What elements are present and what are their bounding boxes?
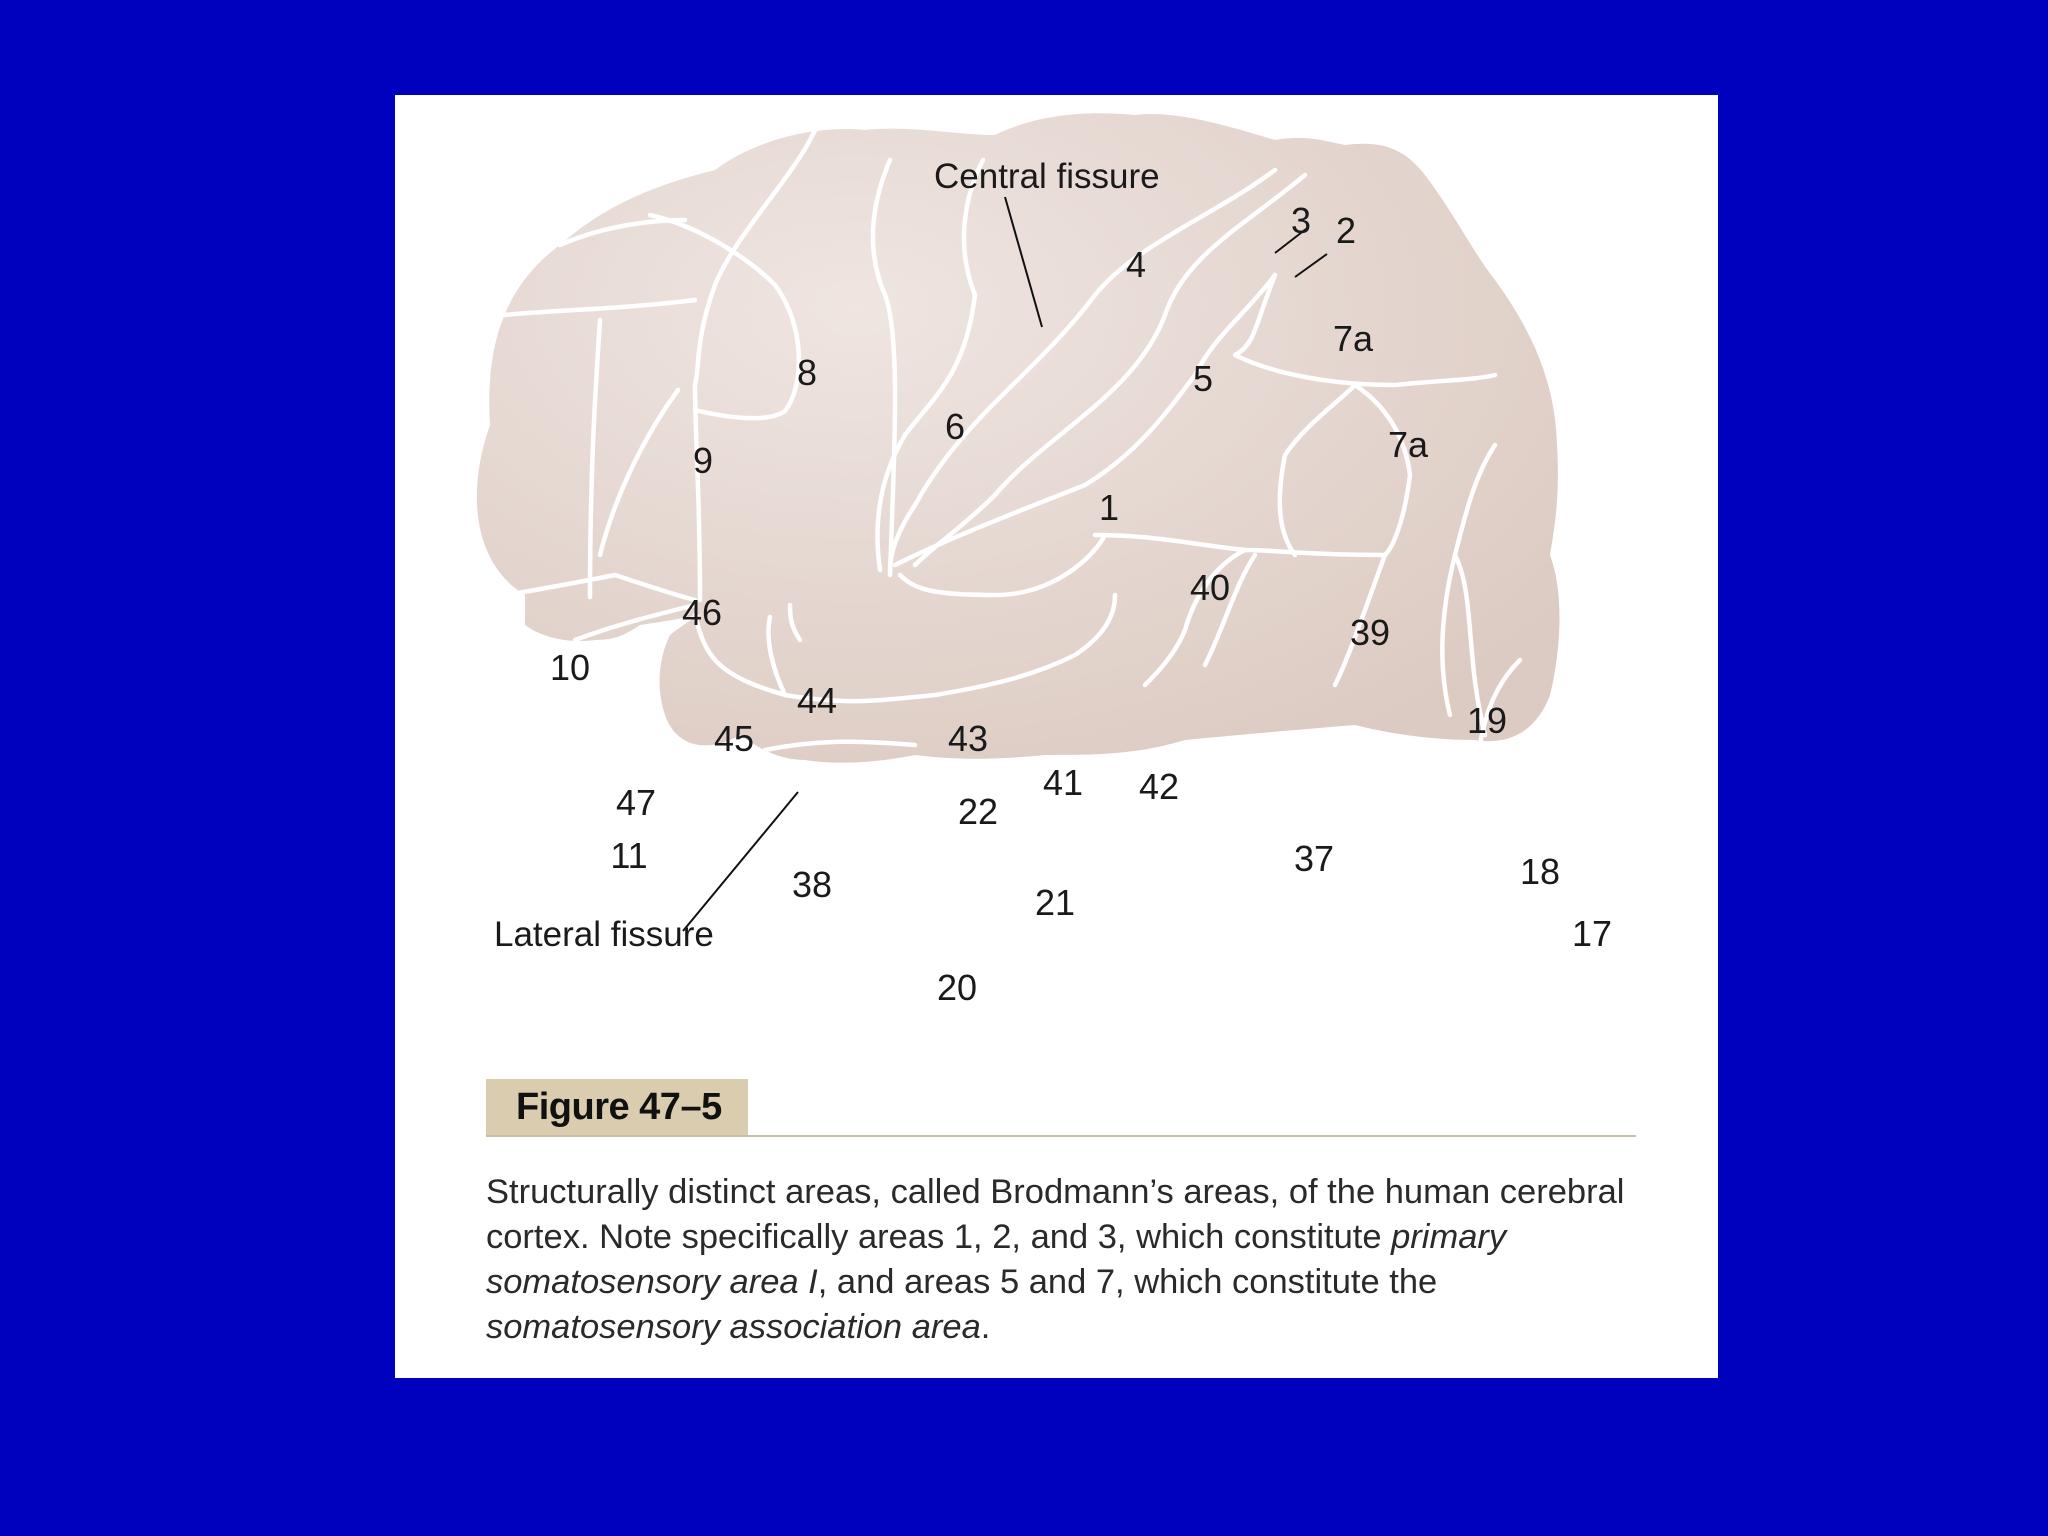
area-label: 7a (1333, 318, 1374, 359)
area-label: 8 (797, 352, 817, 393)
area-label: 6 (945, 406, 965, 447)
caption-emphasis: somatosensory association area (486, 1308, 981, 1346)
area-2-leader (1294, 253, 1328, 278)
figure-tag: Figure 47–5 (486, 1079, 748, 1136)
area-label: 9 (693, 440, 713, 481)
area-label: 10 (550, 647, 590, 688)
area-label: 37 (1294, 838, 1334, 879)
caption-text: . (980, 1308, 991, 1346)
caption-emphasis: primary somatosensory area I (486, 1218, 1507, 1301)
area-label: 19 (1467, 700, 1507, 741)
area-label: 7a (1388, 424, 1429, 465)
central-fissure-leader (1004, 196, 1043, 328)
area-label: 5 (1193, 358, 1213, 399)
area-label: 2 (1336, 210, 1356, 251)
area-label: 44 (797, 680, 837, 721)
cortex-outline (476, 113, 1560, 763)
area-borders (492, 127, 1523, 753)
area-label: 20 (937, 967, 977, 1008)
area-label: 47 (616, 782, 656, 823)
lateral-fissure-leader (682, 791, 799, 932)
caption-text: , and areas 5 and 7, which constitute th… (817, 1263, 1438, 1301)
area-label: 17 (1572, 913, 1612, 954)
area-label: 38 (792, 864, 832, 905)
area-label: 40 (1190, 567, 1230, 608)
area-label: 42 (1139, 766, 1179, 807)
area-label: 45 (714, 718, 754, 759)
area-label: 18 (1520, 851, 1560, 892)
figure-panel: Central fissure Lateral fissure 1 2 3 4 … (395, 95, 1718, 1378)
area-label: 21 (1035, 882, 1075, 923)
area-label: 43 (948, 718, 988, 759)
central-fissure-label: Central fissure (934, 157, 1160, 196)
brain-diagram: Central fissure Lateral fissure 1 2 3 4 … (476, 113, 1612, 1008)
area-label: 22 (958, 791, 998, 832)
caption-divider (486, 1135, 1636, 1137)
area-label: 46 (682, 592, 722, 633)
area-label: 4 (1126, 244, 1146, 285)
area-label: 11 (610, 835, 647, 876)
area-label: 3 (1291, 200, 1311, 241)
figure-caption: Structurally distinct areas, called Brod… (486, 1170, 1646, 1350)
area-label: 39 (1350, 612, 1390, 653)
area-label: 1 (1099, 487, 1119, 528)
lateral-fissure-label: Lateral fissure (494, 915, 714, 954)
area-label: 41 (1043, 762, 1083, 803)
caption-text: Structurally distinct areas, called Brod… (486, 1173, 1625, 1256)
area-3-leader (1274, 228, 1307, 254)
